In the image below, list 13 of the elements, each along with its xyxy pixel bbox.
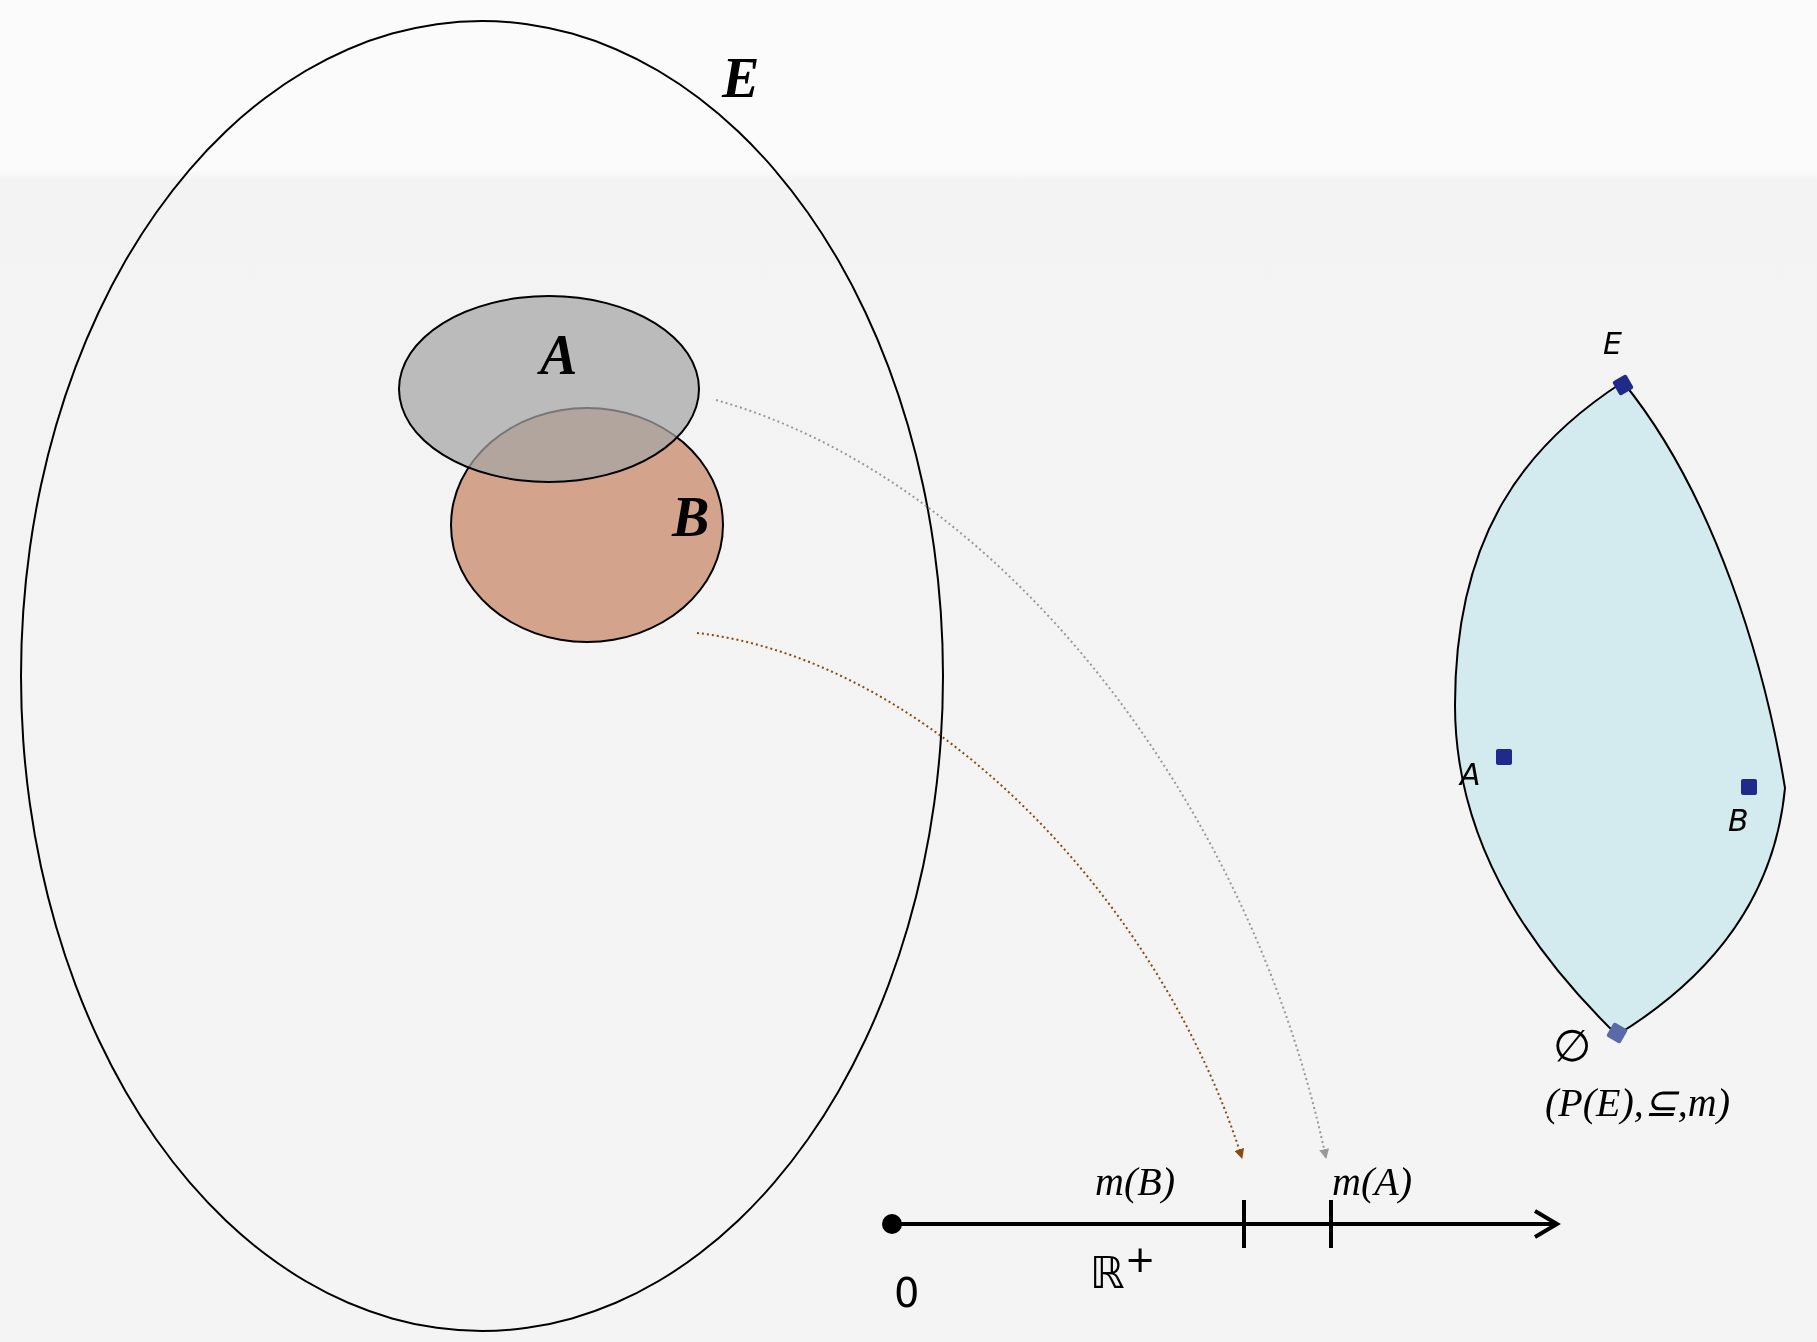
set-label: E xyxy=(722,50,760,106)
mapping-arrow xyxy=(696,632,1244,1159)
lattice-label: (P(E),⊆,m) xyxy=(1545,1083,1731,1123)
set-label: B xyxy=(672,489,710,545)
measure-label: m(A) xyxy=(1322,1160,1434,1206)
point-label: E xyxy=(1603,326,1622,361)
measure-label: m(B) xyxy=(1095,1160,1247,1206)
point-label: B xyxy=(1728,803,1749,838)
origin-label: 0 xyxy=(894,1270,920,1316)
set-ellipse xyxy=(20,20,944,1332)
empty-set-label: ∅ xyxy=(1553,1020,1592,1071)
axis-label: ℝ$^{+}$ xyxy=(1090,1238,1156,1298)
mapping-arrow xyxy=(715,399,1329,1159)
